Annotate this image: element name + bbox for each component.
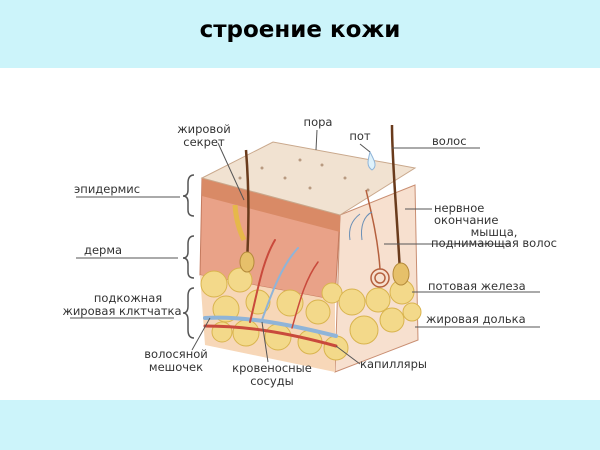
label-follicle-1: волосяной xyxy=(144,347,207,361)
sweat-drop xyxy=(367,150,376,171)
dermis-brace xyxy=(182,235,195,279)
label-sebum-1: жировой xyxy=(177,122,230,136)
nerve-endings xyxy=(349,211,373,241)
epidermis-brace xyxy=(182,174,195,217)
fat-lobules xyxy=(200,267,422,361)
label-sweat-gland: потовая железа xyxy=(428,279,526,293)
label-muscle-2: поднимающая волос xyxy=(431,236,557,250)
hair-follicles xyxy=(232,124,410,286)
skin-surface xyxy=(200,141,417,216)
sweat-gland-coil xyxy=(365,189,390,288)
skin-block-illustration xyxy=(199,124,422,373)
label-hair: волос xyxy=(432,134,467,148)
label-vessels-1: кровеносные xyxy=(232,361,312,375)
blood-vessels xyxy=(203,239,338,348)
surface-pores xyxy=(238,158,370,192)
label-subcutaneous-1: подкожная xyxy=(94,291,162,305)
label-nerve-1: нервное xyxy=(434,201,484,215)
label-epidermis: эпидермис xyxy=(74,182,140,196)
label-vessels-2: сосуды xyxy=(250,374,294,388)
label-dermis: дерма xyxy=(84,243,122,257)
header-band xyxy=(0,0,600,68)
label-fat-lobule: жировая долька xyxy=(426,312,526,326)
label-subcutaneous-2: жировая клктчатка xyxy=(62,304,181,318)
subcutaneous-brace xyxy=(182,287,195,339)
label-follicle-2: мешочек xyxy=(149,360,203,374)
epidermis-front-face xyxy=(202,178,340,232)
label-muscle-1: мышца, xyxy=(471,225,518,239)
label-capillaries: капилляры xyxy=(360,357,427,371)
label-leader-lines xyxy=(70,129,540,365)
skin-structure-diagram: жировой секрет пора пот волос эпидермис … xyxy=(62,115,557,388)
label-pore: пора xyxy=(304,115,333,129)
label-nerve-2: окончание xyxy=(434,213,498,227)
page-title: строение кожи xyxy=(199,17,401,43)
footer-band xyxy=(0,400,600,450)
layer-braces xyxy=(182,174,195,339)
label-sweat: пот xyxy=(349,129,371,143)
label-sebum-2: секрет xyxy=(183,135,225,149)
